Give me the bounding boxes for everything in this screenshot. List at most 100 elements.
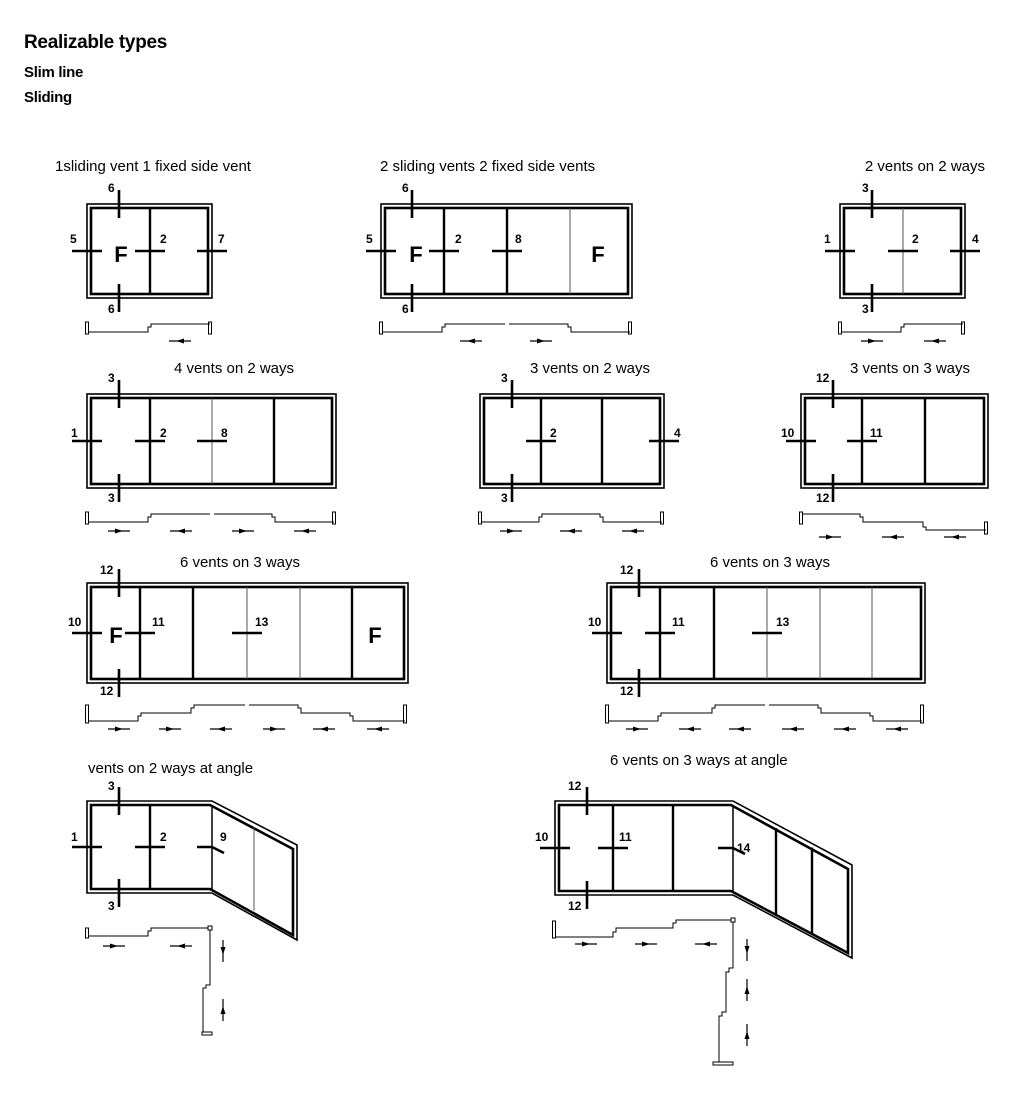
direction-arrow (626, 726, 648, 732)
section-label: 12 (620, 684, 634, 698)
direction-arrow (367, 726, 389, 732)
section-label: 8 (515, 232, 522, 246)
track-end-cap (85, 704, 89, 724)
section-label: 2 (455, 232, 462, 246)
section-label: 11 (672, 615, 685, 629)
section-label: 2 (160, 830, 167, 844)
diagram-title: 3 vents on 2 ways (530, 360, 650, 377)
diagram-title: 4 vents on 2 ways (174, 360, 294, 377)
section-label: 13 (255, 615, 269, 629)
arrow-head (744, 986, 750, 994)
direction-arrow (834, 726, 856, 732)
section-label: 3 (501, 491, 508, 505)
fixed-vent-label: F (409, 242, 422, 267)
direction-arrow (882, 534, 904, 540)
direction-arrow (232, 528, 254, 534)
section-label: 12 (620, 563, 634, 577)
track-line (88, 927, 211, 1032)
direction-arrow (530, 338, 552, 344)
track-plan-2 (379, 321, 632, 344)
section-label: 12 (100, 684, 114, 698)
direction-arrow (861, 338, 883, 344)
arrow-head (642, 941, 650, 947)
direction-arrow (622, 528, 644, 534)
track-plan-7 (85, 704, 407, 732)
arrow-head (841, 726, 849, 732)
track-end-cap (85, 321, 89, 335)
section-label: 10 (588, 615, 602, 629)
track-end-cap (552, 920, 556, 939)
direction-arrow (782, 726, 804, 732)
direction-arrow (220, 999, 226, 1021)
section-label: 9 (220, 830, 227, 844)
arrow-head (951, 534, 959, 540)
section-label: 6 (402, 302, 409, 316)
track-plan-3 (838, 321, 965, 344)
section-label: 14 (737, 841, 751, 855)
track-plan-1 (85, 321, 212, 344)
frame-outer (800, 393, 989, 489)
direction-arrow (169, 338, 191, 344)
section-label: 11 (152, 615, 165, 629)
arrow-head (239, 528, 247, 534)
track-end-cap (605, 704, 609, 724)
track-end-cap (712, 1061, 734, 1066)
diagram-title: 6 vents on 3 ways (180, 554, 300, 571)
track-corner (730, 917, 736, 923)
frame-inner (89, 803, 295, 938)
arrow-head (629, 528, 637, 534)
section-label: 11 (619, 830, 632, 844)
section-label: 8 (221, 426, 228, 440)
arrow-head (567, 528, 575, 534)
section-label: 12 (816, 371, 830, 385)
section-label: 7 (218, 232, 225, 246)
fixed-vent-label: F (109, 623, 122, 648)
arrow-head (537, 338, 545, 344)
direction-arrow (170, 528, 192, 534)
direction-arrow (819, 534, 841, 540)
arrow-head (176, 338, 184, 344)
diagram-title: 2 sliding vents 2 fixed side vents (380, 158, 595, 175)
track-end-cap (478, 511, 482, 525)
direction-arrow (220, 940, 226, 962)
section-label: 5 (70, 232, 77, 246)
frame-outer (554, 800, 853, 960)
track-end-cap (201, 1031, 213, 1036)
section-label: 6 (108, 302, 115, 316)
arrow-head (582, 941, 590, 947)
track-line (88, 513, 210, 523)
track-end-cap (984, 521, 988, 535)
track-plan-8 (605, 704, 924, 732)
diagram-title: 1sliding vent 1 fixed side vent (55, 158, 252, 175)
direction-arrow (560, 528, 582, 534)
track-corner (207, 925, 213, 931)
track-line (769, 704, 922, 722)
section-label: 3 (501, 371, 508, 385)
diagram-title: 2 vents on 2 ways (865, 158, 985, 175)
track-end-cap (628, 321, 632, 335)
section-label: 2 (160, 426, 167, 440)
fixed-vent-label: F (368, 623, 381, 648)
section-label: 10 (535, 830, 549, 844)
section-label: 3 (108, 371, 115, 385)
section-label: 2 (550, 426, 557, 440)
arrow-head (177, 528, 185, 534)
diagram-title: 6 vents on 3 ways at angle (610, 752, 788, 769)
track-plan-5 (478, 511, 664, 534)
arrow-head (320, 726, 328, 732)
arrow-head (217, 726, 225, 732)
direction-arrow (210, 726, 232, 732)
track-end-cap (660, 511, 664, 525)
section-label: 1 (824, 232, 831, 246)
section-label: 6 (402, 181, 409, 195)
direction-arrow (103, 943, 125, 949)
diagram-title: 3 vents on 3 ways (850, 360, 970, 377)
direction-arrow (635, 941, 657, 947)
track-plan-4 (85, 511, 336, 534)
direction-arrow (695, 941, 717, 947)
